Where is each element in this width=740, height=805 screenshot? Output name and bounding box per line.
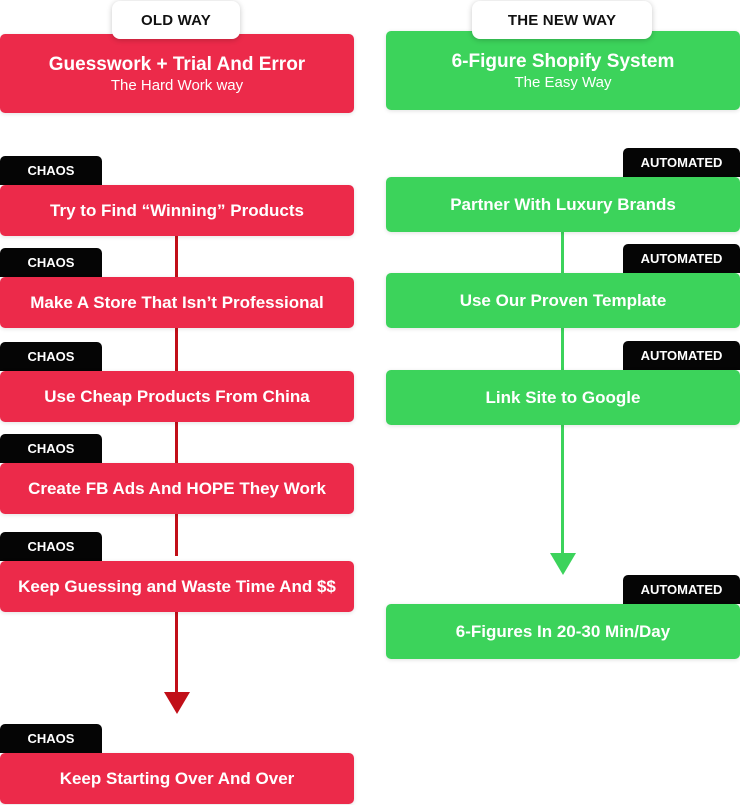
old-connector-4 [175, 514, 178, 556]
automated-badge: AUTOMATED [623, 341, 740, 370]
new-way-tab: THE NEW WAY [472, 1, 652, 39]
new-step-1: Partner With Luxury Brands [386, 177, 740, 232]
automated-badge: AUTOMATED [623, 575, 740, 604]
old-step-5: Keep Guessing and Waste Time And $$ [0, 561, 354, 612]
new-step-3: Link Site to Google [386, 370, 740, 425]
old-arrow-down-icon [164, 692, 190, 714]
old-way-subtitle: The Hard Work way [110, 76, 244, 94]
chaos-badge: CHAOS [0, 724, 102, 753]
chaos-badge: CHAOS [0, 532, 102, 561]
old-way-header: Guesswork + Trial And Error The Hard Wor… [0, 34, 354, 113]
automated-badge: AUTOMATED [623, 244, 740, 273]
old-step-4: Create FB Ads And HOPE They Work [0, 463, 354, 514]
chaos-badge: CHAOS [0, 342, 102, 371]
new-way-subtitle: The Easy Way [514, 73, 612, 91]
old-step-3: Use Cheap Products From China [0, 371, 354, 422]
old-connector-5 [175, 612, 178, 694]
new-connector-2 [561, 328, 564, 371]
new-step-4: 6-Figures In 20-30 Min/Day [386, 604, 740, 659]
new-way-title: 6-Figure Shopify System [451, 50, 675, 72]
new-step-2: Use Our Proven Template [386, 273, 740, 328]
old-connector-2 [175, 328, 178, 372]
old-connector-3 [175, 422, 178, 464]
chaos-badge: CHAOS [0, 156, 102, 185]
old-step-1: Try to Find “Winning” Products [0, 185, 354, 236]
new-arrow-down-icon [550, 553, 576, 575]
old-step-6: Keep Starting Over And Over [0, 753, 354, 804]
new-connector-3 [561, 425, 564, 555]
old-step-2: Make A Store That Isn’t Professional [0, 277, 354, 328]
chaos-badge: CHAOS [0, 248, 102, 277]
chaos-badge: CHAOS [0, 434, 102, 463]
old-connector-1 [175, 236, 178, 278]
old-way-tab: OLD WAY [112, 1, 240, 39]
automated-badge: AUTOMATED [623, 148, 740, 177]
old-way-title: Guesswork + Trial And Error [48, 53, 306, 75]
new-way-header: 6-Figure Shopify System The Easy Way [386, 31, 740, 110]
new-connector-1 [561, 232, 564, 274]
